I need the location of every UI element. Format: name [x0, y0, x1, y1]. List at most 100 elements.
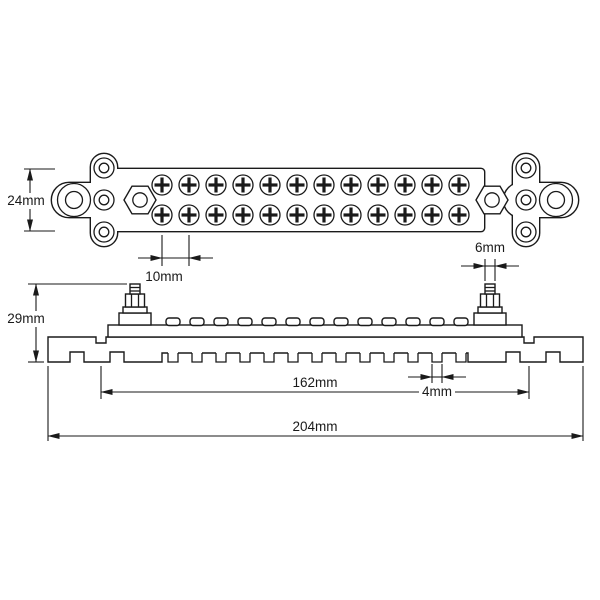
comb-tooth — [167, 353, 179, 363]
screw-head-bump — [309, 317, 325, 327]
screw-head-bumps — [165, 317, 469, 327]
hex-nut-outline — [475, 185, 509, 215]
stud-pedestal — [118, 312, 152, 326]
mount-hole-outer — [93, 221, 115, 243]
tooth-join — [288, 351, 298, 362]
dimension-24mm: 24mm — [4, 168, 55, 232]
dimension-4mm: 4mm — [408, 364, 466, 399]
tooth-join — [312, 351, 322, 362]
dimension-162mm: 162mm — [100, 366, 530, 399]
stud-washer — [122, 306, 148, 314]
screw-head-bump — [405, 317, 421, 327]
comb-tooth — [431, 353, 443, 363]
stud-pedestal — [473, 312, 507, 326]
tooth-join — [192, 351, 202, 362]
tooth-join — [408, 351, 418, 362]
terminal-screw-head — [205, 174, 227, 196]
terminal-screw-head — [448, 204, 470, 226]
terminal-screw-head — [313, 174, 335, 196]
dimension-10mm: 10mm — [138, 235, 213, 284]
tooth-join — [456, 351, 466, 362]
mount-hole-outer — [515, 189, 537, 211]
hex-nut-bore — [484, 192, 500, 208]
stud-thread — [129, 283, 141, 295]
terminal-screw-head — [286, 174, 308, 196]
screw-head-bump — [357, 317, 373, 327]
tooth-join — [432, 351, 442, 362]
dim-label-24mm: 24mm — [7, 193, 45, 208]
mount-hole-outer — [93, 189, 115, 211]
left-hex-nut — [123, 185, 157, 215]
terminal-screw-head — [205, 204, 227, 226]
hex-nut-bore — [132, 192, 148, 208]
dimension-204mm: 204mm — [47, 366, 584, 441]
mount-hole-outer — [93, 157, 115, 179]
screw-head-bump — [213, 317, 229, 327]
terminal-screw-head — [367, 204, 389, 226]
comb-tooth — [311, 353, 323, 363]
screw-head-bump — [165, 317, 181, 327]
terminal-screw-head — [259, 204, 281, 226]
comb-tooth — [191, 353, 203, 363]
stud-hex-nut — [479, 293, 501, 308]
terminal-screw-head — [394, 204, 416, 226]
tooth-join — [216, 351, 226, 362]
dim-label-10mm: 10mm — [145, 269, 183, 284]
tooth-join — [384, 351, 394, 362]
busbar-side-body — [107, 324, 523, 338]
right-stud — [473, 283, 507, 326]
screw-head-bump — [261, 317, 277, 327]
mount-hole-inner — [98, 194, 110, 206]
tooth-join — [336, 351, 346, 362]
terminal-screw-head — [151, 174, 173, 196]
comb-tooth — [239, 353, 251, 363]
tooth-join — [360, 351, 370, 362]
dim-label-162mm: 162mm — [292, 375, 337, 390]
terminal-screw-head — [340, 174, 362, 196]
mount-hole-inner — [520, 226, 532, 238]
comb-tooth — [455, 353, 467, 363]
insulator-comb-teeth — [167, 351, 467, 363]
dim-label-204mm: 204mm — [292, 419, 337, 434]
terminal-screw-head — [286, 204, 308, 226]
terminal-screw-head — [151, 204, 173, 226]
top-view — [50, 152, 580, 248]
tooth-join — [240, 351, 250, 362]
hex-nut-outline — [123, 185, 157, 215]
dimension-6mm: 6mm — [461, 240, 519, 281]
comb-tooth — [263, 353, 275, 363]
base-profile — [47, 336, 584, 363]
mount-hole-outer — [515, 157, 537, 179]
terminal-hole-outer — [56, 182, 92, 218]
screw-head-bump — [285, 317, 301, 327]
side-view — [47, 283, 584, 363]
stud-thread — [484, 283, 496, 295]
terminal-screw-head — [367, 174, 389, 196]
tooth-join — [168, 351, 178, 362]
terminal-screw-head — [394, 174, 416, 196]
terminal-screw-head — [259, 174, 281, 196]
dimension-29mm: 29mm — [4, 283, 127, 363]
label-backdrop — [4, 193, 48, 209]
terminal-screw-head — [421, 174, 443, 196]
screw-head-bump — [333, 317, 349, 327]
terminal-screw-head — [232, 204, 254, 226]
mount-hole-inner — [98, 162, 110, 174]
dim-label-29mm: 29mm — [7, 311, 45, 326]
terminal-hole-inner — [64, 190, 84, 210]
screw-head-bump — [453, 317, 469, 327]
label-backdrop — [4, 311, 48, 327]
dim-label-6mm: 6mm — [475, 240, 505, 255]
terminal-screw-head — [178, 204, 200, 226]
terminal-screw-head — [232, 174, 254, 196]
stud-washer — [477, 306, 503, 314]
right-hex-nut — [475, 185, 509, 215]
comb-tooth — [383, 353, 395, 363]
comb-tooth — [287, 353, 299, 363]
mount-hole-inner — [98, 226, 110, 238]
left-stud — [118, 283, 152, 326]
screw-head-bump — [429, 317, 445, 327]
terminal-screw-head — [448, 174, 470, 196]
